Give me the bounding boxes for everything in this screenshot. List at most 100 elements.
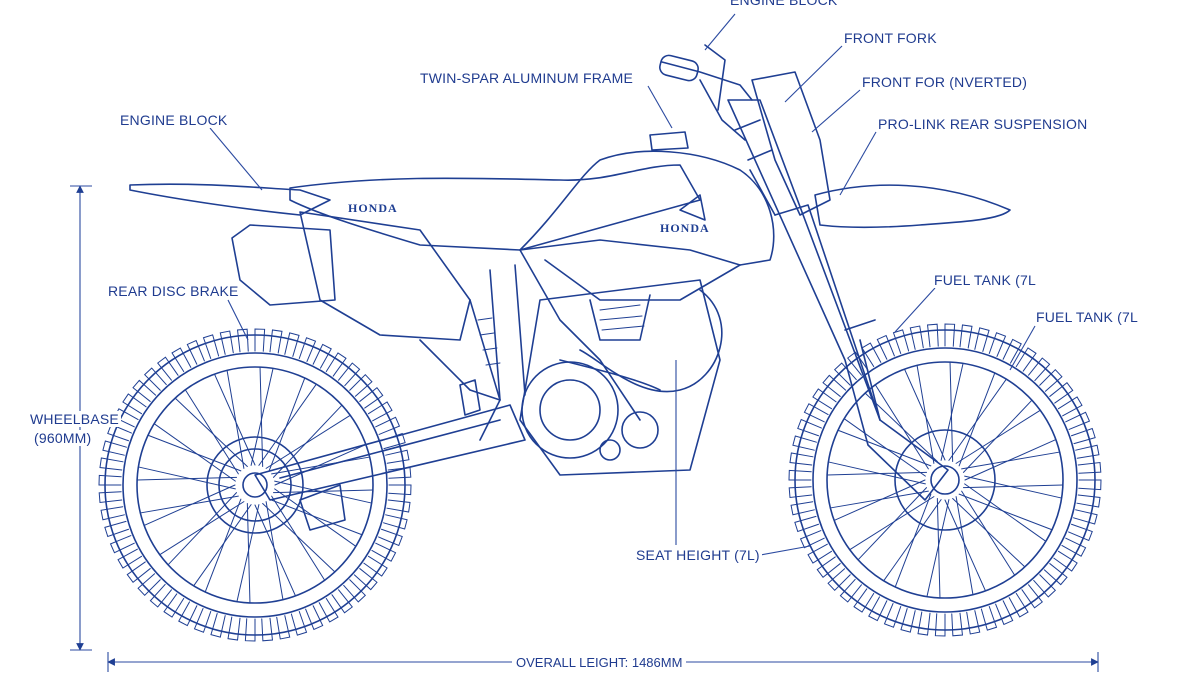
tire-knob — [1068, 523, 1093, 542]
callout-fuel-tank-1: FUEL TANK (7L — [932, 272, 1038, 288]
spoke — [826, 471, 928, 476]
tire-knob — [298, 337, 317, 362]
spoke — [955, 496, 974, 596]
spoke — [226, 369, 245, 469]
front-wheel — [788, 323, 1102, 637]
tire-knob — [269, 329, 283, 354]
spoke — [829, 490, 929, 509]
tire-knob — [789, 452, 814, 466]
tire-knob — [284, 332, 300, 357]
tire-knob — [868, 596, 888, 622]
spoke — [916, 364, 935, 464]
rear-fender — [129, 183, 331, 216]
tire-knob — [1015, 347, 1037, 372]
spoke — [958, 493, 1053, 531]
spoke — [265, 501, 284, 601]
tire-knob — [290, 610, 308, 636]
tire-knob — [104, 520, 130, 538]
rear-brake-disc — [206, 436, 304, 534]
tire-knob — [178, 601, 198, 627]
spoke — [949, 361, 954, 463]
spoke — [961, 490, 1016, 576]
tire-knob — [193, 608, 212, 633]
tire-knob — [839, 578, 862, 603]
callout-pro-link-rear: PRO-LINK REAR SUSPENSION — [876, 116, 1090, 132]
tire-knob — [1002, 338, 1022, 364]
tire-knob — [305, 605, 324, 631]
callout-front-fork-inverted: FRONT FOR (NVERTED) — [860, 74, 1030, 90]
tire-knob — [338, 362, 361, 387]
overall-length-label: OVERALL LEIGHT: 1486MM — [512, 655, 687, 670]
tire-knob — [917, 611, 931, 636]
spoke — [940, 362, 964, 461]
tire-knob — [349, 373, 373, 397]
tire-knob — [807, 543, 833, 564]
tire-knob — [792, 435, 817, 451]
tire-knob — [853, 588, 875, 613]
tire-knob — [186, 339, 205, 365]
tire-knob — [325, 352, 347, 377]
tire-knob — [387, 466, 412, 479]
tire-knob — [883, 603, 902, 628]
rear-rim — [136, 366, 374, 604]
tire-knob — [876, 334, 895, 360]
tire-knob — [788, 486, 813, 499]
tire-knob — [359, 387, 384, 409]
engine — [519, 279, 721, 476]
spoke — [864, 392, 938, 463]
tire-knob — [951, 612, 964, 637]
tire-knob — [995, 600, 1014, 626]
spoke — [955, 409, 1041, 464]
tire-knob — [132, 379, 157, 402]
tire-knob — [1077, 461, 1102, 474]
front-rim — [826, 361, 1064, 599]
tire-knob — [312, 343, 332, 369]
spoke — [874, 384, 929, 470]
tire-knob — [98, 491, 123, 504]
tire-knob — [367, 401, 393, 422]
tire-knob — [959, 324, 973, 349]
tire-knob — [157, 356, 179, 381]
tire-knob — [98, 474, 122, 486]
callout-seat-height: SEAT HEIGHT (7L) — [634, 547, 762, 563]
tire-knob — [1070, 427, 1096, 445]
footpeg — [459, 379, 481, 416]
spoke — [964, 439, 1057, 481]
tire-knob — [861, 342, 882, 368]
tire-knob — [109, 535, 135, 554]
spoke — [258, 383, 317, 466]
front-fork — [727, 99, 949, 501]
spoke — [936, 497, 941, 599]
tire-knob — [1075, 444, 1100, 459]
spoke — [184, 389, 239, 475]
tire-knob — [1049, 382, 1074, 404]
spoke — [944, 499, 986, 592]
spoke — [857, 487, 928, 561]
tire-knob — [210, 613, 226, 638]
tire-knob — [1078, 479, 1102, 491]
spoke — [139, 495, 239, 514]
rear-axle — [242, 472, 268, 498]
tire-knob — [100, 506, 125, 521]
spoke — [262, 502, 336, 573]
handlebar — [659, 44, 753, 141]
spoke — [894, 493, 932, 588]
tire-knob — [1028, 357, 1051, 382]
tire-knob — [847, 351, 869, 376]
seat — [289, 164, 701, 251]
spoke — [271, 495, 326, 581]
tire-knob — [1008, 592, 1029, 618]
tire-knob — [117, 548, 143, 569]
tire-knob — [163, 593, 185, 618]
tire-knob — [822, 374, 847, 397]
tire-knob — [102, 440, 127, 456]
tire-knob — [1021, 584, 1043, 609]
tire-knob — [794, 515, 820, 533]
spoke — [174, 397, 248, 468]
tire-knob — [974, 327, 990, 352]
tire-knob — [1073, 509, 1098, 525]
spoke — [204, 498, 242, 593]
tire-knob — [909, 325, 924, 350]
tire-knob — [126, 561, 151, 583]
tire-knob — [122, 393, 147, 415]
